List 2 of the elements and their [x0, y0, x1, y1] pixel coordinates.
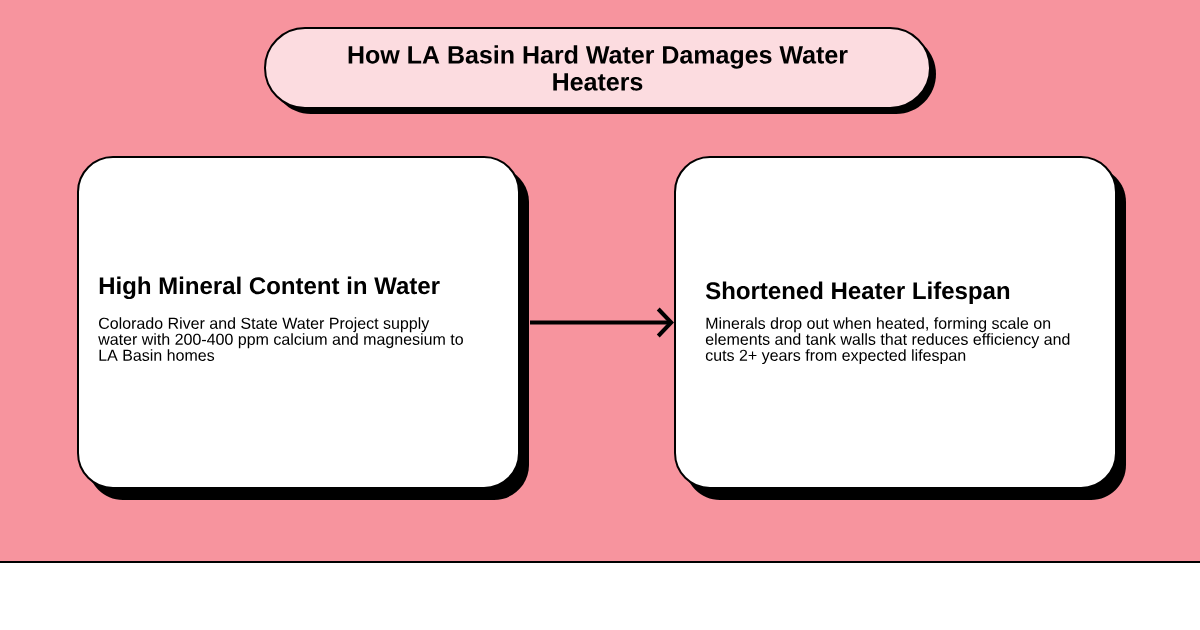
title-banner: How LA Basin Hard Water Damages Water Heaters [264, 27, 936, 114]
arrow [530, 307, 674, 338]
